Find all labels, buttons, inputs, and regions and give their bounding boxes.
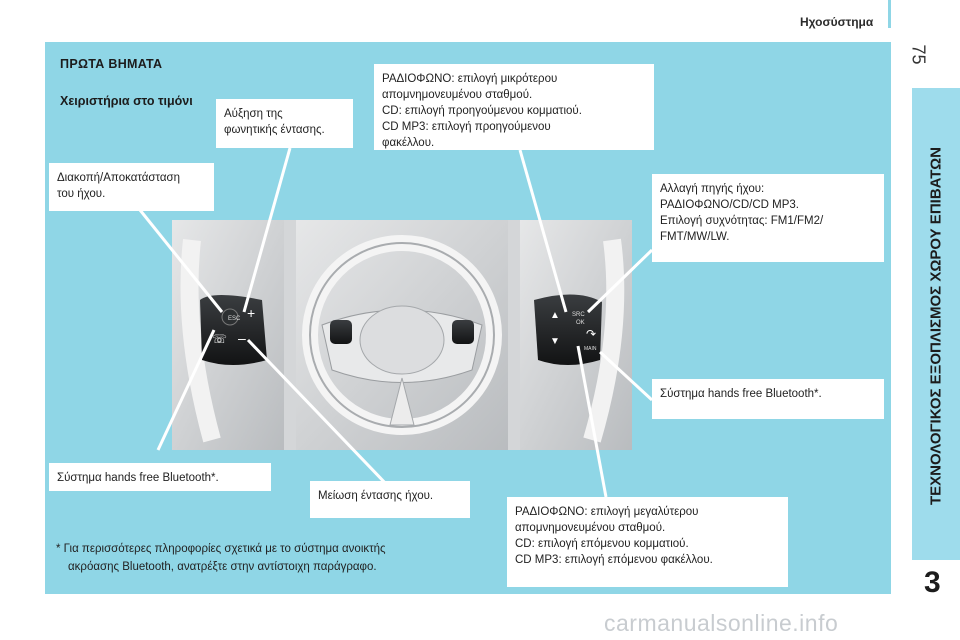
callout-bluetooth-left: Σύστημα hands free Bluetooth*.: [49, 463, 271, 491]
volume-up-symbol: +: [247, 305, 255, 321]
volume-down-symbol: –: [238, 330, 246, 346]
chapter-number: 3: [924, 566, 941, 599]
prev-arrow-symbol: ▲: [550, 310, 560, 321]
left-control-pad: [200, 295, 267, 365]
footnote-line-2: ακρόασης Bluetooth, ανατρέξτε στην αντίσ…: [68, 561, 377, 573]
svg-text:OK: OK: [576, 320, 585, 326]
footnote: * Για περισσότερες πληροφορίες σχετικά μ…: [56, 540, 496, 576]
steering-wheel-illustration: ESC + ☏ – ▲ ▼ SRC OK ↷ MAIN: [172, 220, 632, 450]
footnote-line-1: * Για περισσότερες πληροφορίες σχετικά μ…: [56, 543, 386, 555]
callout-volume-down: Μείωση έντασης ήχου.: [310, 481, 470, 518]
callout-radio-previous: ΡΑΔΙΟΦΩΝΟ: επιλογή μικρότερου απομνημονε…: [374, 64, 654, 150]
steering-wheel-photo: ESC + ☏ – ▲ ▼ SRC OK ↷ MAIN: [172, 220, 632, 450]
callout-volume-up: Αύξηση της φωνητικής έντασης.: [216, 99, 353, 148]
next-arrow-symbol: ▼: [550, 336, 560, 347]
call-symbol: ↷: [586, 327, 596, 341]
subheading: Χειριστήρια στο τιμόνι: [60, 94, 193, 108]
svg-text:ESC: ESC: [228, 316, 241, 322]
bluetooth-phone-symbol: ☏: [212, 332, 227, 346]
callout-bluetooth-right: Σύστημα hands free Bluetooth*.: [652, 379, 884, 419]
callout-radio-next: ΡΑΔΙΟΦΩΝΟ: επιλογή μεγαλύτερου απομνημον…: [507, 497, 788, 587]
svg-text:MAIN: MAIN: [584, 346, 597, 352]
running-header-section: Ηχοσύστημα: [800, 15, 874, 29]
callout-source: Αλλαγή πηγής ήχου: ΡΑΔΙΟΦΩΝΟ/CD/CD MP3. …: [652, 174, 884, 262]
header-divider: [888, 0, 891, 28]
chapter-sidebar: [912, 88, 960, 560]
section-title: ΠΡΩΤΑ ΒΗΜΑΤΑ: [60, 57, 163, 71]
svg-text:SRC: SRC: [572, 312, 585, 318]
mute-button: [221, 308, 239, 326]
watermark: carmanualsonline.info: [604, 610, 839, 636]
callout-mute: Διακοπή/Αποκατάσταση του ήχου.: [49, 163, 214, 211]
right-control-pad: [534, 294, 602, 365]
